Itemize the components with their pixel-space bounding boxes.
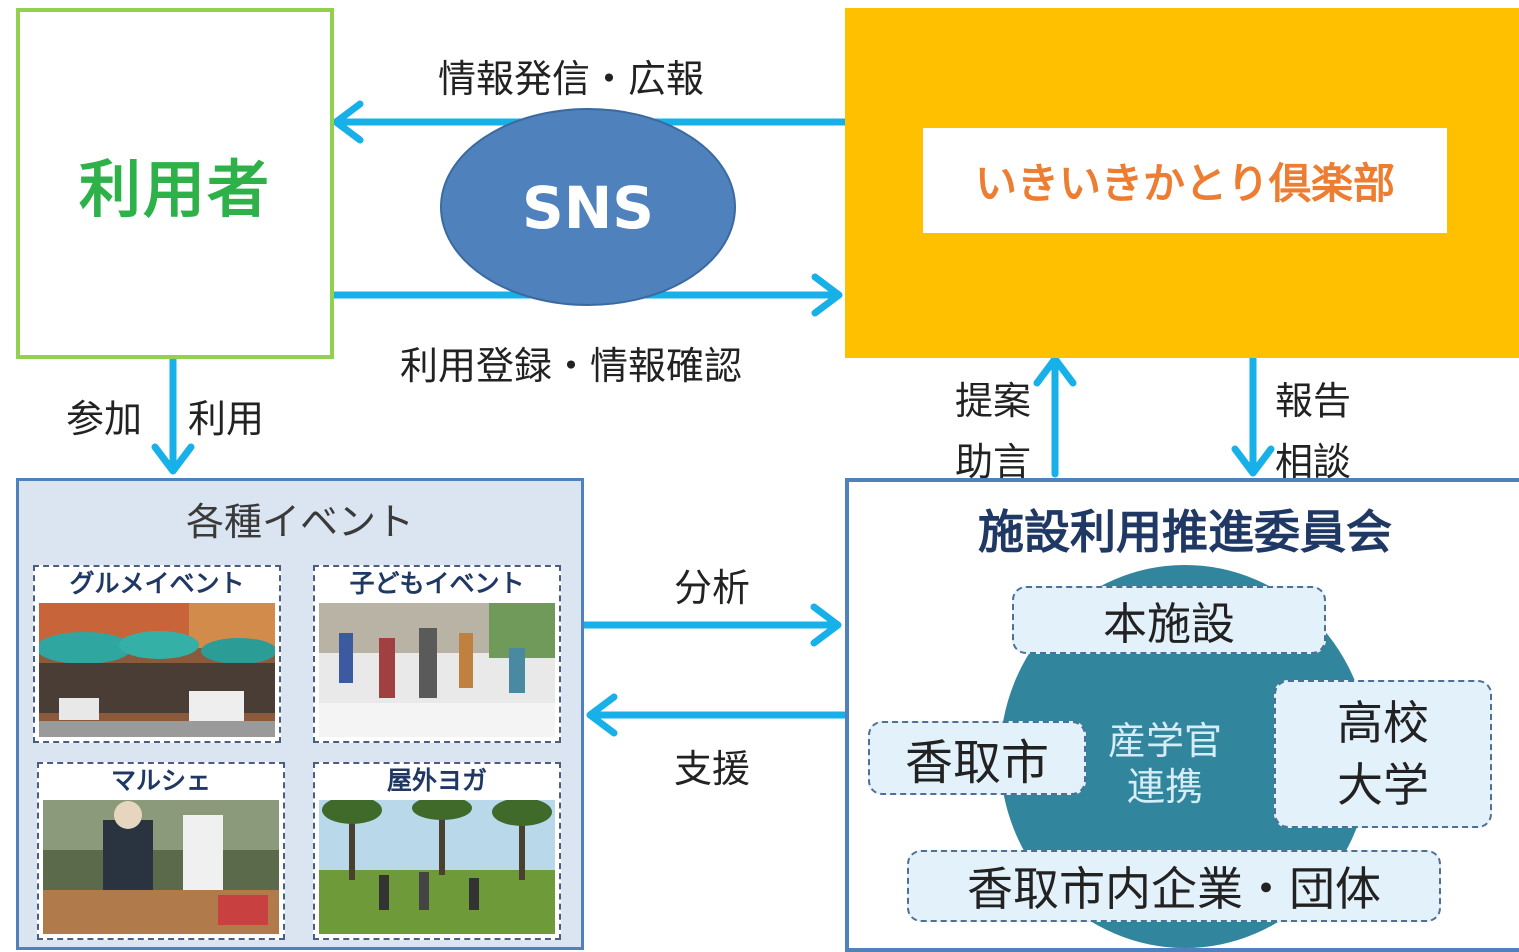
member-facility-label: 本施設 xyxy=(1103,599,1235,650)
yoga-photo xyxy=(319,800,555,934)
label-participate: 参加 xyxy=(66,397,143,441)
member-schools: 高校 大学 xyxy=(1274,680,1492,828)
arrowhead-committee-to-events xyxy=(586,693,618,737)
event-card-marche: マルシェ xyxy=(37,762,285,940)
member-facility: 本施設 xyxy=(1012,586,1326,654)
collaboration-text: 産学官 連携 xyxy=(1090,718,1240,810)
event-label-kids: 子どもイベント xyxy=(315,567,559,601)
member-school-1-label: 高校 xyxy=(1337,696,1429,750)
label-info-broadcast: 情報発信・広報 xyxy=(438,57,705,101)
club-title: いきいきかとり倶楽部 xyxy=(974,159,1395,208)
event-card-gourmet: グルメイベント xyxy=(33,565,281,743)
arrowhead-club-to-user xyxy=(332,100,364,144)
club-box: いきいきかとり倶楽部 xyxy=(845,8,1519,358)
events-panel: 各種イベント グルメイベント 子どもイベント xyxy=(16,478,584,950)
sns-label: SNS xyxy=(522,174,654,242)
event-card-yoga: 屋外ヨガ xyxy=(313,762,561,940)
member-companies: 香取市内企業・団体 xyxy=(907,850,1441,922)
event-label-marche: マルシェ xyxy=(39,764,283,798)
arrowhead-events-to-committee xyxy=(810,603,842,647)
sns-ellipse xyxy=(440,108,736,306)
label-registration: 利用登録・情報確認 xyxy=(400,344,743,388)
collaboration-text-1: 産学官 xyxy=(1107,719,1222,763)
label-propose: 提案 xyxy=(955,379,1032,423)
user-title: 利用者 xyxy=(78,152,271,226)
member-city: 香取市 xyxy=(868,721,1086,795)
user-box: 利用者 xyxy=(16,8,334,359)
member-city-label: 香取市 xyxy=(904,735,1049,791)
label-use: 利用 xyxy=(188,397,265,441)
label-advise: 助言 xyxy=(955,440,1032,484)
label-consult: 相談 xyxy=(1275,440,1352,484)
gourmet-photo xyxy=(39,603,275,737)
arrowhead-committee-to-club xyxy=(1033,355,1077,387)
events-title: 各種イベント xyxy=(185,500,414,544)
arrowhead-user-to-events xyxy=(151,443,195,475)
arrowhead-club-to-committee xyxy=(1231,445,1275,477)
event-label-yoga: 屋外ヨガ xyxy=(315,764,559,798)
member-companies-label: 香取市内企業・団体 xyxy=(967,862,1381,916)
marche-photo xyxy=(43,800,279,934)
member-school-2-label: 大学 xyxy=(1337,758,1429,812)
label-report: 報告 xyxy=(1275,379,1352,423)
committee-title: 施設利用推進委員会 xyxy=(978,505,1392,559)
club-title-panel: いきいきかとり倶楽部 xyxy=(923,128,1447,233)
label-analysis: 分析 xyxy=(674,566,751,610)
kids-photo xyxy=(319,603,555,737)
label-support: 支援 xyxy=(674,747,751,791)
event-card-kids: 子どもイベント xyxy=(313,565,561,743)
event-label-gourmet: グルメイベント xyxy=(35,567,279,601)
collaboration-text-2: 連携 xyxy=(1126,765,1203,809)
arrowhead-user-to-club xyxy=(811,273,843,317)
